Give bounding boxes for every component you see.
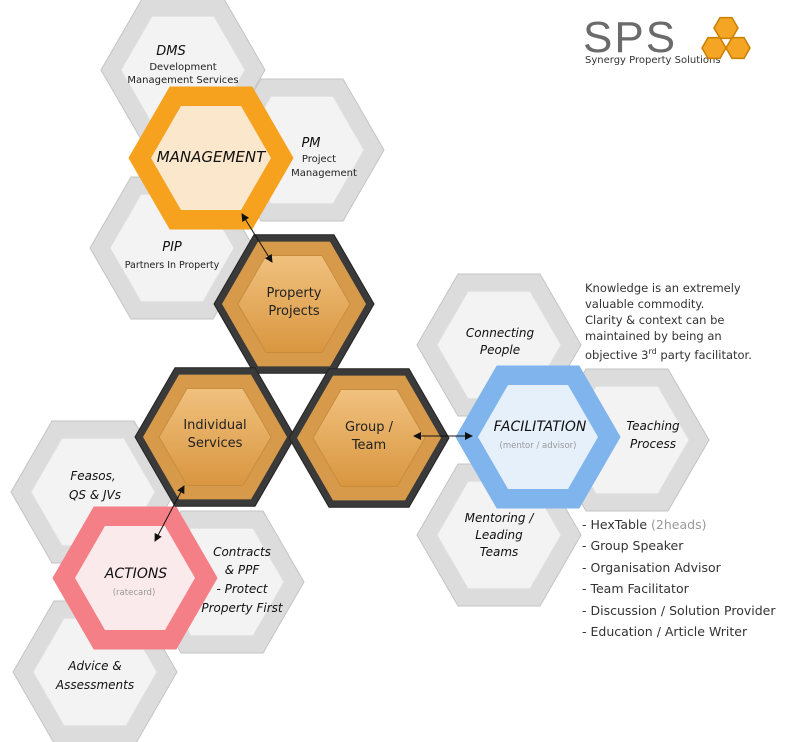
labels: DMS Development Management Services MANA…	[55, 44, 680, 692]
mentoring-line-1: Mentoring /	[465, 511, 536, 525]
role-label: - Team Facilitator	[582, 581, 689, 597]
actions-subtitle: (ratecard)	[113, 588, 156, 598]
logo-abbrev: SPS	[583, 13, 677, 62]
facilitation-title: FACILITATION	[494, 419, 587, 435]
arrow-management-to-projects	[241, 213, 273, 263]
pm-line-1: Project	[302, 154, 336, 165]
contracts-line-4: Property First	[201, 601, 283, 615]
connectors	[154, 213, 473, 542]
hex-property-projects-bevel	[237, 255, 351, 353]
actions-title: ACTIONS	[104, 566, 168, 582]
role-item: - Team Facilitator	[582, 578, 775, 599]
teaching-line-1: Teaching	[626, 419, 680, 433]
pm-line-2: Management	[291, 168, 357, 179]
group-team-line-1: Group /	[345, 420, 394, 435]
role-item: - Discussion / Solution Provider	[582, 600, 775, 621]
hex-management-center	[151, 106, 271, 210]
role-label: - Education / Article Writer	[582, 623, 748, 639]
role-item: - Education / Article Writer	[582, 621, 775, 642]
dms-title: DMS	[156, 44, 185, 59]
feasos-line-1: Feasos,	[70, 469, 115, 483]
hub-hexagons	[134, 234, 450, 508]
contracts-line-1: Contracts	[213, 545, 271, 559]
feasos-line-2: QS & JVs	[69, 488, 121, 502]
hex-facilitation-center	[478, 385, 598, 489]
hex-individual-services-bevel	[158, 388, 272, 486]
category-hexagons	[52, 86, 621, 650]
role-label: - Discussion / Solution Provider	[582, 602, 776, 618]
role-label: - Group Speaker	[582, 538, 684, 554]
role-suffix: (2heads)	[647, 517, 707, 532]
advice-line-2: Assessments	[55, 678, 134, 692]
knowledge-note-suffix: party facilitator.	[656, 347, 752, 362]
pm-title: PM	[301, 136, 320, 151]
group-team-line-2: Team	[351, 438, 386, 453]
mentoring-line-3: Teams	[480, 545, 519, 559]
logo-name: Synergy Property Solutions	[585, 55, 721, 66]
role-label: - HexTable	[582, 517, 648, 532]
role-item: - HexTable (2heads)	[582, 514, 775, 535]
management-title: MANAGEMENT	[157, 148, 267, 166]
pip-title: PIP	[162, 240, 182, 255]
property-projects-line-2: Projects	[268, 304, 319, 319]
logo-hex-1	[713, 16, 739, 40]
role-item: - Group Speaker	[582, 535, 775, 556]
role-item: - Organisation Advisor	[582, 557, 775, 578]
logo-hex-3	[725, 36, 751, 60]
knowledge-note-line: Clarity & context can be	[585, 313, 725, 327]
knowledge-note-line: valuable commodity.	[585, 297, 705, 311]
contracts-line-3: - Protect	[216, 582, 268, 596]
property-projects-line-1: Property	[266, 286, 321, 301]
knowledge-note-line-last: objective 3rd party facilitator.	[585, 344, 785, 363]
contracts-line-2: & PPF	[225, 563, 261, 577]
knowledge-note-prefix: objective 3	[585, 347, 649, 362]
knowledge-note: Knowledge is an extremely valuable commo…	[585, 280, 785, 363]
hex-actions-center	[75, 526, 195, 630]
logo-hex-2	[701, 36, 727, 60]
role-list: - HexTable (2heads) - Group Speaker - Or…	[582, 514, 775, 642]
logo-hex-cluster-icon	[701, 16, 751, 60]
individual-services-line-1: Individual	[183, 418, 246, 433]
knowledge-note-line: Knowledge is an extremely	[585, 281, 741, 295]
facilitation-subtitle: (mentor / advisor)	[500, 441, 577, 451]
role-label: - Organisation Advisor	[582, 559, 721, 575]
logo: SPS Synergy Property Solutions	[583, 13, 751, 66]
advice-line-1: Advice &	[67, 659, 121, 673]
mentoring-line-2: Leading	[475, 528, 523, 542]
knowledge-note-sup: rd	[648, 347, 657, 356]
arrow-individual-to-actions	[154, 485, 185, 542]
individual-services-line-2: Services	[188, 436, 243, 451]
teaching-line-2: Process	[630, 437, 676, 451]
hex-group-team-bevel	[312, 389, 426, 487]
connecting-line-2: People	[480, 343, 520, 357]
connecting-line-1: Connecting	[466, 326, 535, 340]
dms-line-1: Development	[149, 62, 216, 73]
pip-line-1: Partners In Property	[125, 260, 220, 271]
knowledge-note-line: maintained by being an	[585, 329, 722, 343]
dms-line-2: Management Services	[127, 75, 238, 86]
